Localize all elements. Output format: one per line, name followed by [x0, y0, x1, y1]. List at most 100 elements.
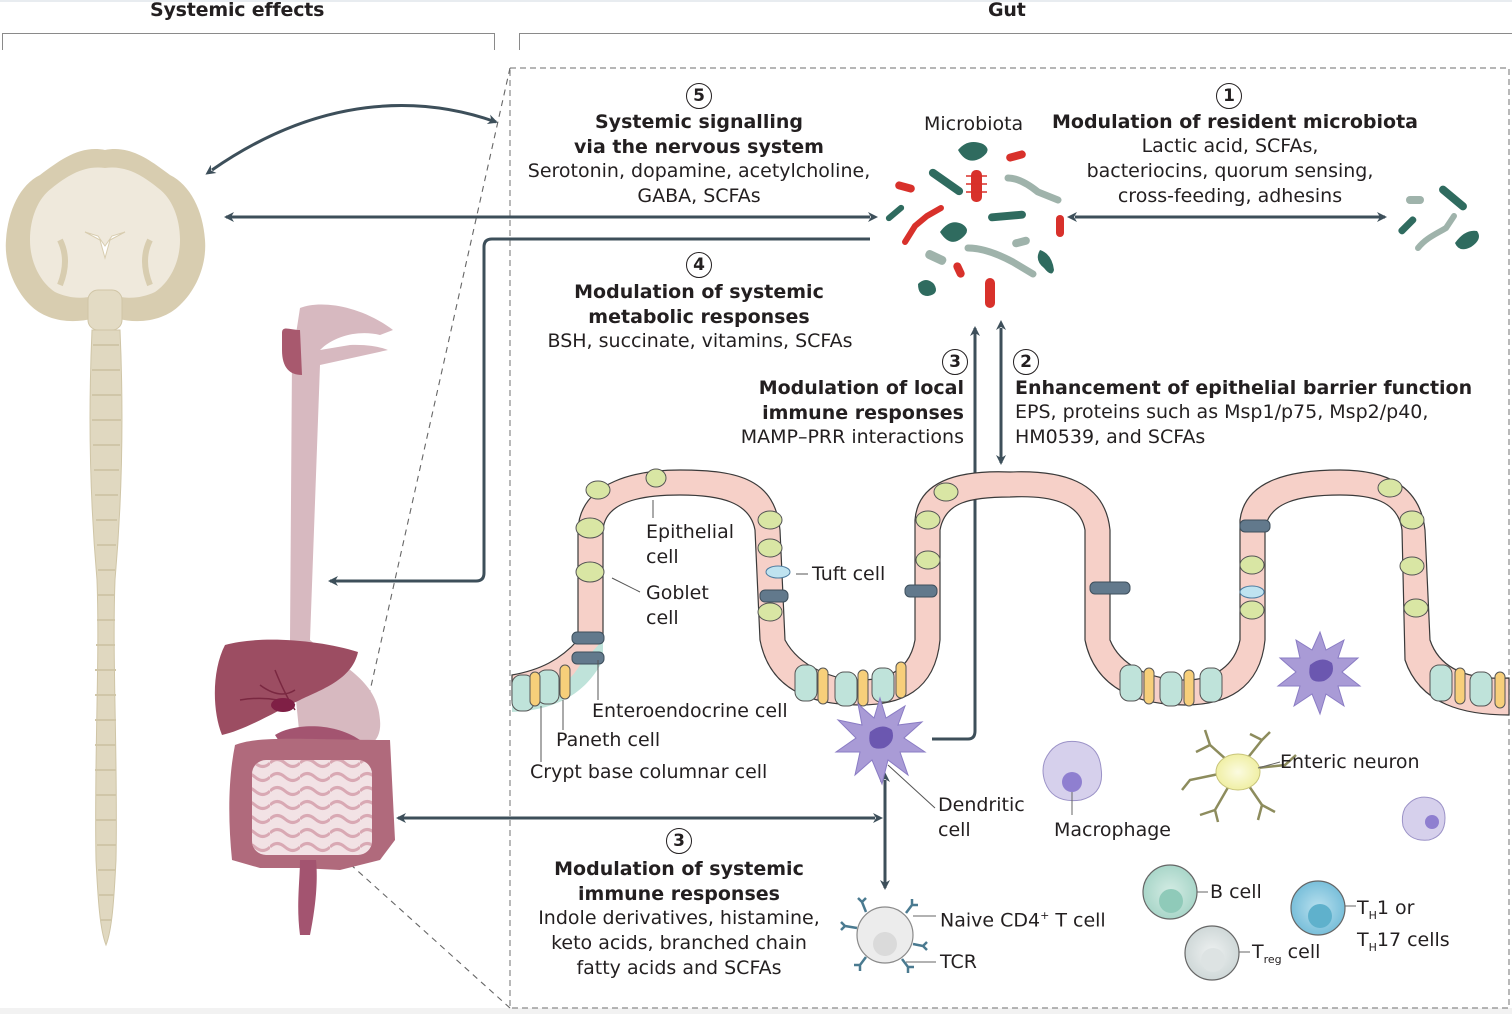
mechanism-3-systemic-detail-line: Indole derivatives, histamine,: [538, 907, 820, 929]
label-subscript: H: [1368, 940, 1377, 954]
label-line: Dendritic: [938, 794, 1025, 816]
mechanism-4-number: 4: [686, 252, 712, 278]
label-line: cell: [646, 546, 679, 568]
label-subscript: reg: [1263, 952, 1282, 966]
mechanism-1-detail-line: bacteriocins, quorum sensing,: [1086, 160, 1374, 182]
microbiota-cluster: [885, 142, 1064, 308]
label-macrophage: Macrophage: [1054, 819, 1171, 841]
mechanism-4-detail: BSH, succinate, vitamins, SCFAs: [530, 329, 870, 354]
mechanism-1-detail-line: cross-feeding, adhesins: [1117, 185, 1343, 207]
mechanism-4-title-line: metabolic responses: [588, 306, 810, 328]
header-systemic-effects: Systemic effects: [150, 0, 325, 21]
oesophagus-illustration: [282, 304, 393, 640]
label-naive-cd4-t-cell: Naive CD4+ T cell: [940, 903, 1106, 933]
label-text: 1 or: [1376, 897, 1415, 919]
label-text: 17 cells: [1376, 928, 1450, 951]
label-th-cells: TH1 or TH17 cells: [1357, 896, 1450, 960]
mechanism-3-systemic-detail-line: keto acids, branched chain: [551, 932, 807, 954]
mechanism-3-systemic-detail: Indole derivatives, histamine, keto acid…: [530, 906, 828, 981]
arrow-metabolic: [328, 237, 870, 586]
treg-cell: [1184, 925, 1250, 981]
mechanism-3-systemic-detail-line: fatty acids and SCFAs: [576, 957, 782, 979]
microbiota-label: Microbiota: [924, 113, 1024, 135]
mechanism-4-title-line: Modulation of systemic: [574, 281, 824, 303]
label-text: Naive CD4: [940, 909, 1041, 932]
arrow-curved-nervous: [205, 104, 498, 175]
mechanism-5-detail-line: GABA, SCFAs: [637, 185, 761, 207]
label-line: Goblet: [646, 582, 709, 604]
arrows: [205, 104, 1387, 890]
macrophage-small: [1401, 796, 1446, 841]
mechanism-3-local-detail-line: MAMP–PRR interactions: [740, 426, 964, 448]
mechanism-3-systemic-title-line: Modulation of systemic: [554, 858, 804, 880]
label-enteroendocrine-cell: Enteroendocrine cell: [592, 700, 788, 722]
mechanism-3-local-title: Modulation of local immune responses: [700, 376, 964, 426]
mechanism-5-title-line: Systemic signalling: [595, 111, 803, 133]
label-text: T: [1357, 928, 1369, 951]
mechanism-3-systemic-number: 3: [666, 828, 692, 854]
dendritic-cell-villus: [1276, 630, 1362, 716]
naive-t-cell: [840, 897, 936, 973]
spinal-cord-illustration: [89, 329, 123, 947]
label-treg-cell: Treg cell: [1252, 940, 1320, 972]
mechanism-5-number: 5: [686, 83, 712, 109]
label-tcr: TCR: [940, 951, 977, 973]
label-text: T cell: [1049, 909, 1106, 932]
label-b-cell: B cell: [1210, 881, 1262, 903]
mechanism-4-detail-line: BSH, succinate, vitamins, SCFAs: [547, 330, 853, 352]
label-enteric-neuron: Enteric neuron: [1280, 751, 1420, 773]
arrow-local-immune: [932, 326, 980, 741]
mechanism-1-title-line: Modulation of resident microbiota: [1052, 111, 1419, 133]
mechanism-4-title: Modulation of systemic metabolic respons…: [540, 280, 858, 330]
label-text: T: [1357, 897, 1369, 919]
mechanism-1-title: Modulation of resident microbiota: [1052, 110, 1419, 135]
mechanism-5-detail-line: Serotonin, dopamine, acetylcholine,: [527, 160, 871, 182]
mechanism-1-detail-line: Lactic acid, SCFAs,: [1141, 135, 1319, 157]
bottom-border: [0, 1008, 1512, 1014]
b-cell: [1142, 864, 1208, 920]
mechanism-3-local-detail: MAMP–PRR interactions: [700, 425, 964, 450]
th-cell: [1290, 880, 1356, 936]
mechanism-2-title-line: Enhancement of epithelial barrier functi…: [1015, 377, 1473, 399]
enteric-neuron: [1181, 729, 1297, 823]
mechanism-3-systemic-title-line: immune responses: [578, 883, 780, 905]
mechanism-2-title: Enhancement of epithelial barrier functi…: [1015, 376, 1472, 401]
epithelium: [511, 468, 1510, 716]
label-epithelial-cell: Epithelial cell: [646, 520, 734, 570]
mechanism-1-number: 1: [1216, 83, 1242, 109]
label-line: cell: [938, 819, 971, 841]
mechanism-5-title: Systemic signalling via the nervous syst…: [530, 110, 868, 160]
label-text: cell: [1281, 941, 1321, 963]
bracket-systemic: [2, 33, 495, 50]
mechanism-3-local-title-line: immune responses: [762, 402, 964, 424]
label-leaders: [540, 500, 936, 809]
header-gut: Gut: [988, 0, 1026, 21]
mechanism-2-detail-line: HM0539, and SCFAs: [1015, 426, 1206, 448]
mechanism-3-local-number: 3: [942, 349, 968, 375]
label-tuft-cell: Tuft cell: [812, 563, 886, 585]
label-subscript: H: [1368, 908, 1377, 922]
label-dendritic-cell: Dendritic cell: [938, 793, 1025, 843]
mechanism-3-local-title-line: Modulation of local: [758, 377, 964, 399]
mechanism-2-detail: EPS, proteins such as Msp1/p75, Msp2/p40…: [1015, 400, 1428, 450]
mechanism-5-detail: Serotonin, dopamine, acetylcholine, GABA…: [520, 159, 878, 209]
mechanism-3-systemic-title: Modulation of systemic immune responses: [540, 857, 818, 907]
digestive-organs-illustration: [214, 639, 395, 935]
macrophage: [1042, 740, 1103, 815]
label-line: Epithelial: [646, 521, 735, 543]
dendritic-cell-local: [834, 696, 927, 786]
mechanism-2-number: 2: [1013, 349, 1039, 375]
top-border: [0, 0, 1512, 2]
brain-illustration: [5, 149, 206, 331]
label-text: T: [1252, 941, 1264, 963]
bracket-gut: [519, 33, 1512, 50]
label-goblet-cell: Goblet cell: [646, 581, 709, 631]
label-line: cell: [646, 607, 679, 629]
label-paneth-cell: Paneth cell: [556, 729, 661, 751]
resident-microbiota-cluster: [1398, 185, 1479, 251]
label-superscript: +: [1040, 909, 1050, 922]
mechanism-1-detail: Lactic acid, SCFAs, bacteriocins, quorum…: [1070, 134, 1390, 209]
mechanism-2-detail-line: EPS, proteins such as Msp1/p75, Msp2/p40…: [1015, 401, 1429, 423]
mechanism-5-title-line: via the nervous system: [574, 136, 824, 158]
